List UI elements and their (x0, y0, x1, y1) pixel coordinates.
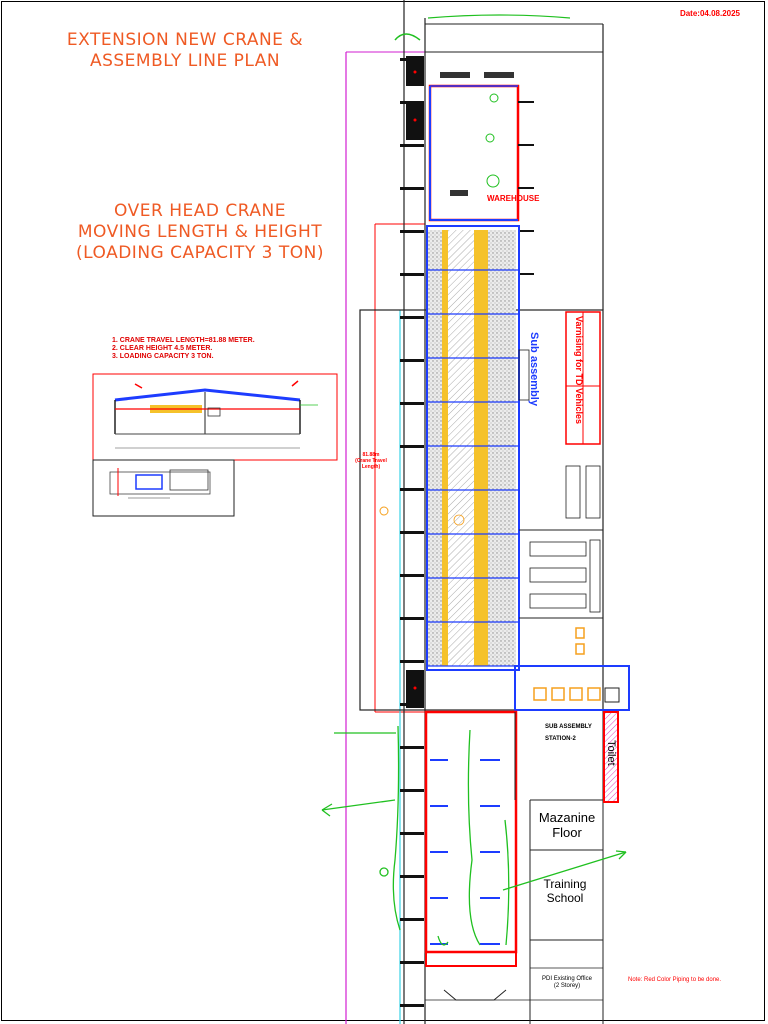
mezzanine-label: Mazanine Floor (532, 810, 602, 840)
column-mark (400, 703, 424, 706)
column-mark (518, 101, 534, 103)
green-markup (394, 33, 421, 41)
column-mark (400, 187, 424, 190)
sub-assembly-label: Sub assembly (528, 332, 540, 406)
column-mark (400, 101, 424, 104)
office-line-2: (2 Storey) (553, 983, 581, 989)
column-mark (400, 359, 424, 362)
column-mark (400, 918, 424, 921)
column-mark (400, 660, 424, 663)
grid-marker (453, 514, 465, 526)
crane-travel-line-3: Length) (361, 464, 381, 470)
office-line-1: PDI Existing Office (542, 976, 592, 982)
column-mark (400, 617, 424, 620)
date-label: Date:04.08.2025 (679, 9, 740, 18)
toilet-label: Toilet (605, 740, 617, 766)
assembly-line-area (424, 710, 619, 1024)
column-mark (400, 488, 424, 491)
crane-travel-line-2: (Crane Travel (355, 458, 387, 464)
column-mark (400, 316, 424, 319)
existing-office-label: PDI Existing Office (2 Storey) (532, 976, 602, 990)
plan-view-drawing (109, 468, 211, 499)
column-mark (400, 875, 424, 878)
column-mark (400, 273, 424, 276)
column-mark (400, 230, 424, 233)
plan-view-box (92, 459, 235, 517)
column-mark (400, 574, 424, 577)
column-mark (400, 58, 424, 61)
assembly-station-label: SUB ASSEMBLY STATION-2 (545, 724, 592, 742)
column-mark (400, 531, 424, 534)
column-ticks (400, 58, 534, 1007)
training-school-label: Training School (530, 877, 600, 905)
plan-title: EXTENSION NEW CRANE & ASSEMBLY LINE PLAN (40, 30, 330, 72)
sub-assembly-area (514, 311, 630, 711)
crane-title-line-3: (LOADING CAPACITY 3 TON) (76, 243, 324, 263)
column-mark (400, 961, 424, 964)
section-view-drawing (114, 380, 318, 449)
varnishing-label: Varnising for TD Vehicles (574, 316, 584, 425)
column-mark (400, 445, 424, 448)
column-mark (400, 746, 424, 749)
crane-travel-label: 81.88m (Crane Travel Length) (348, 452, 394, 470)
mezzanine-line-2: Floor (552, 825, 582, 840)
crane-bay (426, 225, 520, 945)
column-mark (518, 187, 534, 189)
column-mark (518, 273, 534, 275)
column-mark (400, 789, 424, 792)
spec-item: 1. CRANE TRAVEL LENGTH=81.88 METER. (112, 337, 255, 344)
crane-travel-line-1: 81.88m (362, 452, 380, 458)
plan-title-line-1: EXTENSION NEW CRANE & (66, 30, 304, 50)
crane-title-line-2: MOVING LENGTH & HEIGHT (77, 222, 323, 242)
warehouse-label: WAREHOUSE (487, 194, 540, 203)
column-mark (400, 402, 424, 405)
plan-title-line-2: ASSEMBLY LINE PLAN (89, 51, 281, 71)
column-mark (400, 1004, 424, 1007)
crane-specs: 1. CRANE TRAVEL LENGTH=81.88 METER. 2. C… (112, 337, 255, 361)
column-mark (400, 144, 424, 147)
column-mark (518, 230, 534, 232)
warehouse-area (428, 72, 520, 222)
green-markup (321, 725, 627, 946)
mezzanine-line-1: Mazanine (538, 810, 596, 825)
column-mark (400, 832, 424, 835)
footer-note: Note: Red Color Piping to be done. (628, 977, 722, 983)
green-markup (427, 14, 571, 19)
training-line-1: Training (543, 877, 587, 891)
crane-title-line-1: OVER HEAD CRANE (114, 201, 286, 221)
crane-title: OVER HEAD CRANE MOVING LENGTH & HEIGHT (… (55, 201, 345, 264)
spec-item: 3. LOADING CAPACITY 3 TON. (112, 353, 214, 360)
training-line-2: School (546, 891, 584, 905)
spec-item: 2. CLEAR HEIGHT 4.5 METER. (112, 345, 213, 352)
column-mark (518, 144, 534, 146)
grid-marker (379, 506, 389, 516)
